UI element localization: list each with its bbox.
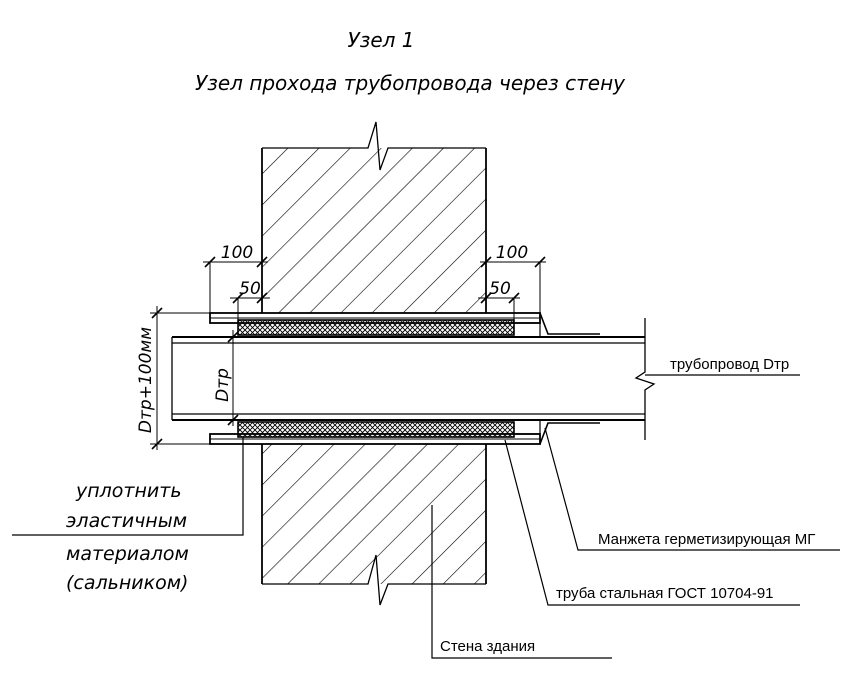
label-seal-4: (сальником) (66, 572, 188, 594)
dim-vertical-outer-label: Dтр+100мм (136, 327, 156, 433)
wall-lower (261, 444, 487, 606)
dim-left-outer: 100 (221, 243, 253, 263)
dim-right-100: 100 (480, 243, 546, 313)
dim-left-inner: 50 (239, 279, 261, 299)
callout-wall: Стена здания (431, 505, 612, 659)
node-title: Узел 1 (348, 28, 415, 52)
drawing-subtitle: Узел прохода трубопровода через стену (195, 71, 626, 95)
label-seal-2: эластичным (66, 510, 187, 532)
wall-upper (261, 121, 487, 313)
label-cuff: Манжета герметизирующая МГ (598, 531, 815, 548)
dim-left-50: 50 (230, 279, 270, 320)
dim-vertical-inner: Dтр (213, 330, 239, 426)
seal-packing (237, 319, 515, 438)
callout-cuff: Манжета герметизирующая МГ (544, 427, 840, 551)
callout-steel-pipe: труба стальная ГОСТ 10704-91 (504, 439, 800, 606)
label-wall: Стена здания (440, 638, 535, 655)
callout-pipeline: трубопровод Dтр (645, 356, 800, 376)
sealing-cuff (514, 312, 600, 445)
callout-seal: уплотнить эластичным материалом (сальник… (12, 437, 244, 594)
label-seal-3: материалом (66, 543, 189, 565)
label-steel-pipe: труба стальная ГОСТ 10704-91 (556, 585, 774, 602)
dim-vertical-outer: Dтр+100мм (136, 306, 210, 450)
label-pipeline: трубопровод Dтр (670, 356, 789, 373)
pipeline (171, 318, 656, 440)
dim-right-50: 50 (478, 279, 520, 320)
label-seal-1: уплотнить (75, 480, 182, 502)
dim-right-outer: 100 (496, 243, 528, 263)
dim-right-inner: 50 (489, 279, 511, 299)
dim-left-100: 100 (203, 243, 268, 313)
dim-vertical-inner-label: Dтр (213, 368, 233, 402)
